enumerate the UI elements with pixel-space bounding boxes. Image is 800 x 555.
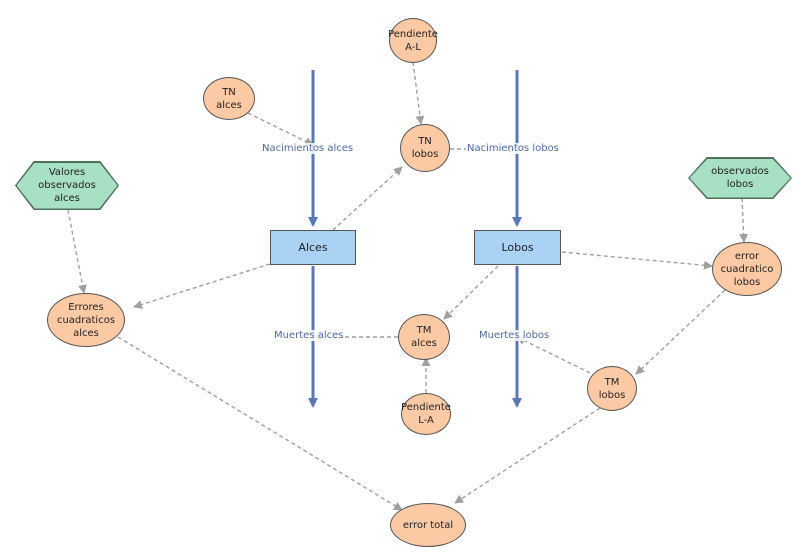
variable-error-cuadratico-lobos[interactable]: error cuadratico lobos: [712, 242, 782, 296]
data-valores-observados-alces-label: Valores observados alces: [16, 162, 118, 209]
variable-tn-lobos[interactable]: TN lobos: [400, 124, 450, 172]
link-alces-to-tn-lobos: [332, 166, 403, 231]
link-tn-alces-to-nacimientos-alces: [247, 112, 314, 146]
link-lobos-to-error-lobos: [561, 251, 713, 270]
flow-label-muertes-alces: Muertes alces: [273, 330, 345, 341]
link-tm-lobos-to-muertes-lobos: [516, 336, 591, 374]
link-error-lobos-to-tm-lobos: [635, 289, 726, 375]
link-observados-lobos-to-error-lobos: [739, 197, 749, 243]
link-errores-alces-to-error-total: [117, 336, 403, 511]
data-observados-lobos-label: observados lobos: [689, 158, 791, 198]
link-tm-lobos-to-error-total: [454, 407, 601, 504]
variable-pendiente-al[interactable]: Pendiente A-L: [388, 18, 438, 63]
variable-errores-cuadraticos-alces[interactable]: Errores cuadraticos alces: [47, 293, 125, 347]
variable-tm-lobos[interactable]: TM lobos: [587, 366, 637, 411]
variable-tm-alces[interactable]: TM alces: [398, 314, 450, 360]
data-valores-observados-alces[interactable]: Valores observados alces: [15, 161, 119, 210]
link-alces-to-errores-alces: [133, 263, 271, 309]
link-lobos-to-tm-alces: [443, 265, 499, 320]
stock-lobos[interactable]: Lobos: [474, 230, 561, 265]
stock-alces[interactable]: Alces: [270, 230, 356, 265]
link-valores-alces-to-errores-alces: [67, 209, 87, 294]
link-pendiente-al-to-tn-lobos: [412, 61, 425, 125]
flow-label-nacimientos-alces: Nacimientos alces: [261, 143, 355, 154]
variable-error-total[interactable]: error total: [390, 503, 466, 547]
data-observados-lobos[interactable]: observados lobos: [688, 157, 792, 199]
variable-tn-alces[interactable]: TN alces: [203, 77, 255, 120]
flow-label-muertes-lobos: Muertes lobos: [478, 330, 551, 341]
flow-label-nacimientos-lobos: Nacimientos lobos: [466, 143, 560, 154]
dependency-links: [67, 61, 749, 511]
variable-pendiente-la[interactable]: Pendiente L-A: [401, 393, 451, 435]
